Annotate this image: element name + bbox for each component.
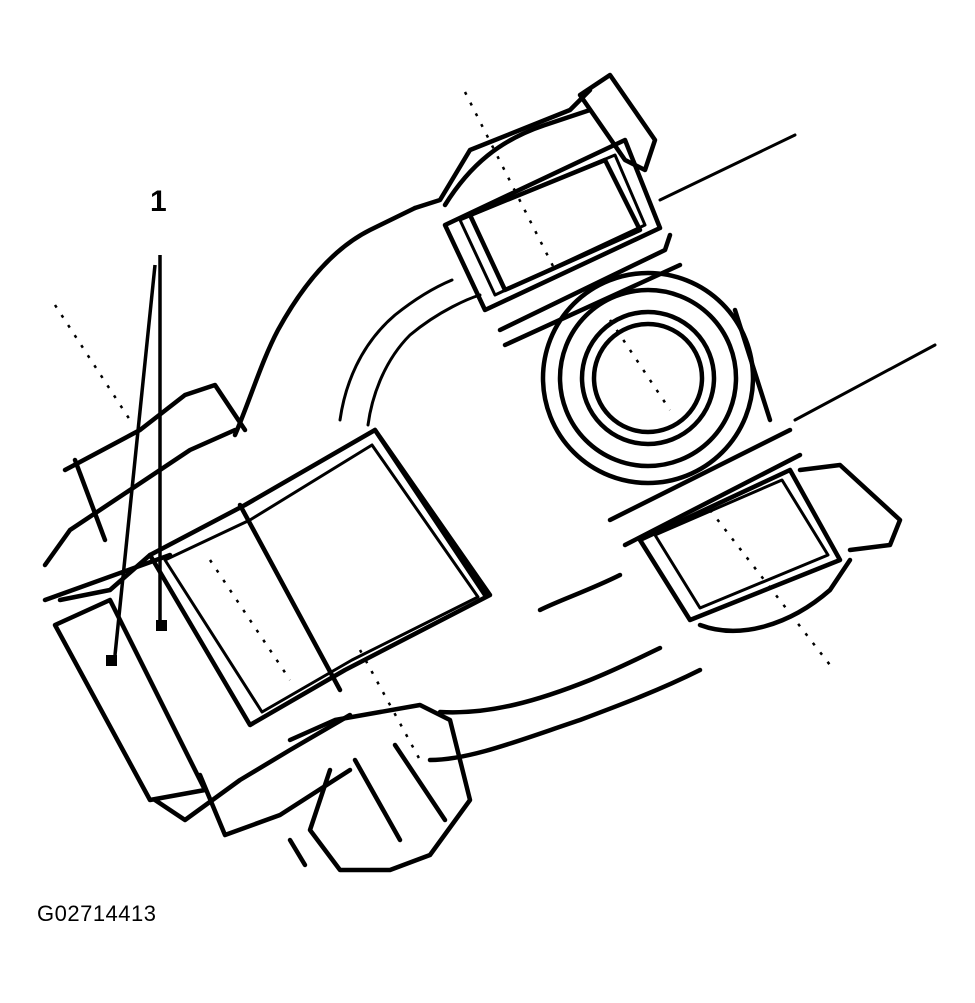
ref-line-top [658,133,797,202]
cross-hub [540,270,773,486]
leader-dot-1 [156,620,167,631]
figure-id: G02714413 [37,901,157,926]
yoke-body [232,87,703,763]
callout-1-leaders [106,255,167,666]
left-bearing-cap [42,304,493,823]
right-bearing-cap [607,427,903,666]
upper-bearing-cap [442,72,683,348]
callout-label-1: 1 [150,185,167,218]
ref-line-right [793,343,937,422]
nut-assembly [197,649,473,873]
leader-dot-2 [106,655,117,666]
